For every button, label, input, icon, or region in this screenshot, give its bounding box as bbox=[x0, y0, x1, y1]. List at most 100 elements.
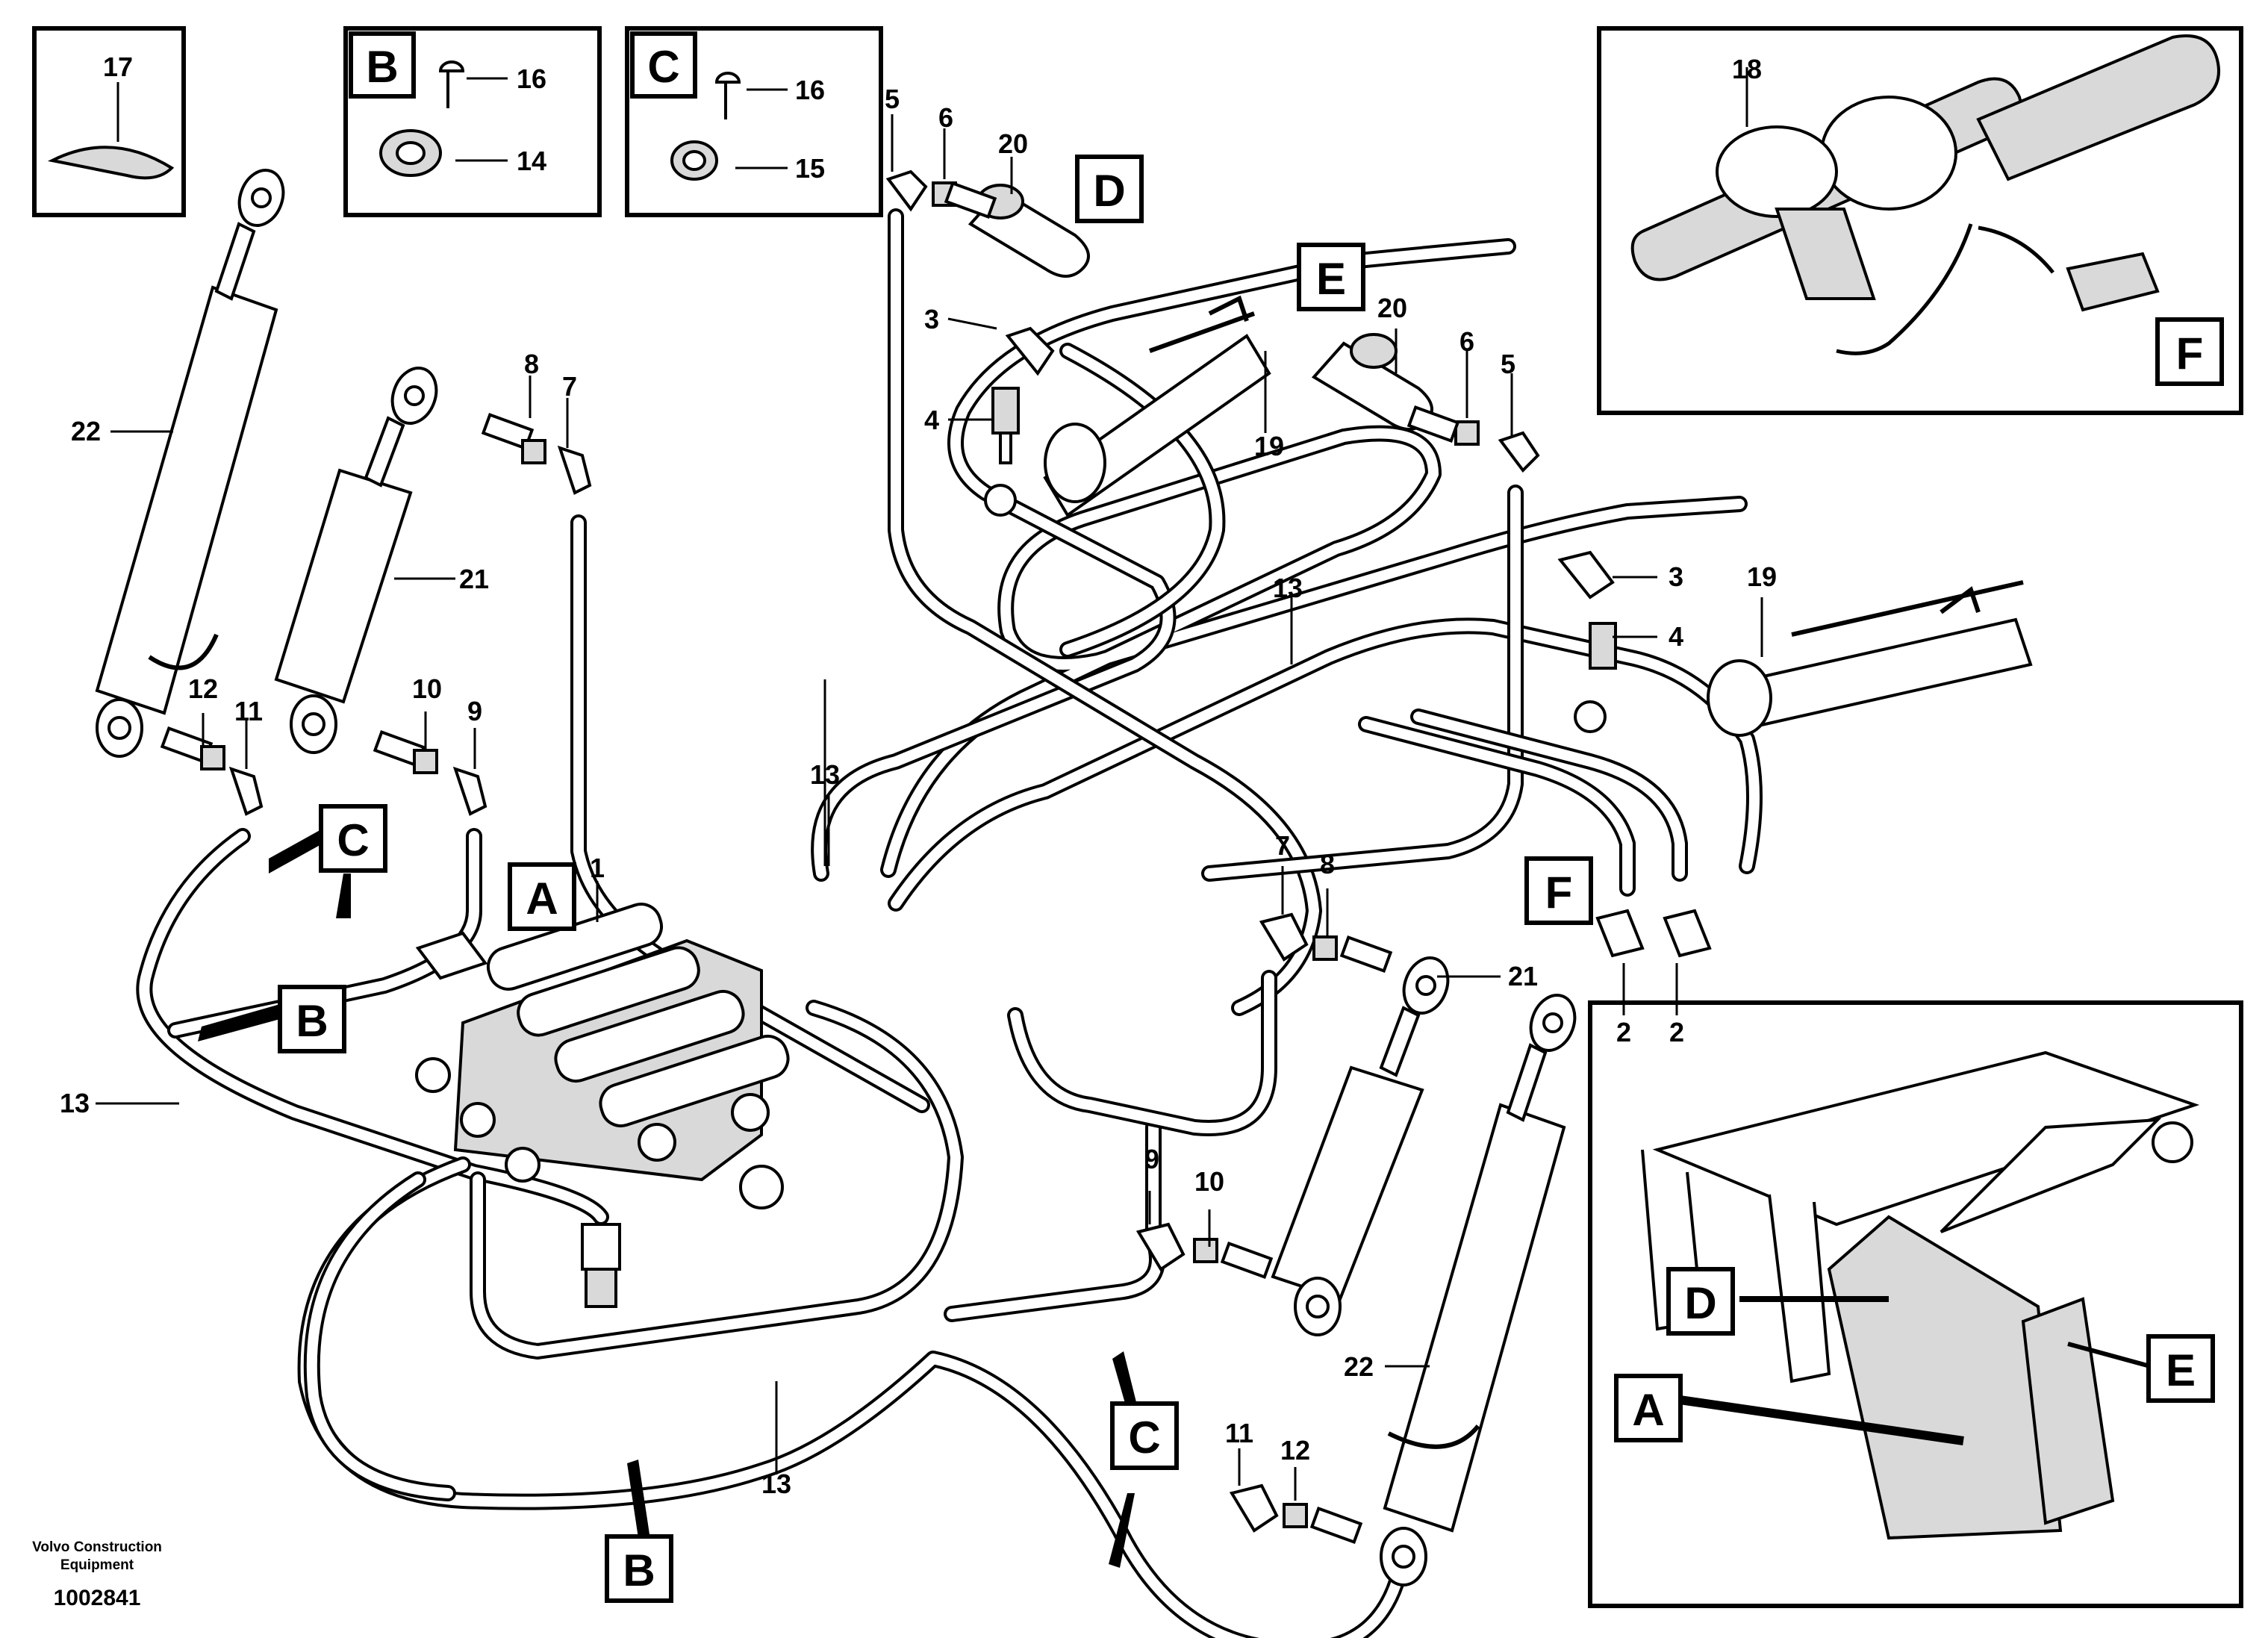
callout-21-left: 21 bbox=[459, 564, 489, 594]
callout-13-bottom: 13 bbox=[761, 1469, 791, 1499]
view-c-badge-bottom bbox=[1110, 1401, 1179, 1470]
cylinder-21-left bbox=[274, 367, 438, 754]
inset-view-c-clamp: C 16 15 bbox=[625, 26, 883, 217]
callout-17: 17 bbox=[103, 52, 133, 82]
inset-cable-tie: 17 bbox=[32, 26, 186, 217]
view-e-badge bbox=[1297, 243, 1365, 311]
view-d-label: D bbox=[1093, 166, 1125, 216]
callout-9-left: 9 bbox=[467, 696, 482, 726]
cylinder-19-right bbox=[1574, 580, 2033, 737]
screw-icon bbox=[438, 60, 465, 108]
view-b-label-bottom: B bbox=[623, 1545, 655, 1595]
lock-pins bbox=[968, 184, 1433, 431]
view-c-badge bbox=[630, 31, 697, 99]
cylinder-22-right bbox=[1380, 994, 1577, 1586]
callout-12-right: 12 bbox=[1280, 1435, 1310, 1466]
callout-12-left: 12 bbox=[188, 673, 218, 704]
inset-loader-frame: D A E bbox=[1588, 1000, 2243, 1608]
view-b-badge-main bbox=[278, 985, 346, 1053]
callout-8-right: 8 bbox=[1320, 849, 1335, 879]
view-c-badge-main bbox=[319, 804, 387, 873]
callout-2-b: 2 bbox=[1669, 1017, 1684, 1047]
callout-11-left: 11 bbox=[234, 696, 263, 726]
callout-19-right: 19 bbox=[1747, 561, 1777, 592]
cable-tie-icon bbox=[47, 146, 175, 180]
callout-19-top: 19 bbox=[1254, 431, 1284, 461]
view-b-badge bbox=[349, 31, 416, 99]
view-c-label-main: C bbox=[337, 815, 369, 865]
view-a-label-frame: A bbox=[1632, 1385, 1664, 1435]
view-b-label-main: B bbox=[296, 996, 328, 1046]
callout-20-right: 20 bbox=[1377, 293, 1407, 323]
view-f-badge-inset bbox=[2155, 317, 2224, 386]
callout-13-left: 13 bbox=[60, 1088, 90, 1118]
callout-16-c: 16 bbox=[795, 75, 825, 105]
callout-6-top: 6 bbox=[938, 102, 953, 133]
hydraulic-cylinder-icon bbox=[1383, 1103, 1566, 1533]
view-d-badge bbox=[1075, 155, 1144, 223]
callout-13-top: 13 bbox=[1273, 573, 1303, 603]
leader-lines bbox=[96, 114, 1763, 1501]
hydraulic-cylinder-icon bbox=[95, 285, 278, 715]
view-tags-main: A B B C C D E F bbox=[278, 155, 1593, 1603]
callout-7-right: 7 bbox=[1275, 830, 1290, 861]
callout-22-right: 22 bbox=[1344, 1351, 1374, 1382]
view-f-label: F bbox=[1545, 868, 1573, 918]
fittings bbox=[160, 169, 1712, 1545]
control-valve bbox=[415, 903, 790, 1308]
company-name-line1: Volvo Construction bbox=[32, 1539, 162, 1555]
callout-4-right: 4 bbox=[1669, 621, 1683, 652]
callout-1: 1 bbox=[590, 853, 605, 883]
callout-21-right: 21 bbox=[1508, 961, 1538, 991]
hose-routing bbox=[136, 208, 1763, 1638]
inset-view-b-clamp: B 16 14 bbox=[343, 26, 602, 217]
drawing-number: 1002841 bbox=[54, 1586, 141, 1610]
view-f-badge bbox=[1524, 856, 1593, 925]
grease-block-icon bbox=[2066, 252, 2160, 312]
view-e-label-frame: E bbox=[2166, 1345, 2196, 1395]
view-a-label: A bbox=[526, 874, 558, 924]
callout-16-b: 16 bbox=[517, 63, 546, 94]
company-name-line2: Equipment bbox=[60, 1557, 134, 1573]
callout-3-top: 3 bbox=[924, 304, 939, 334]
screw-icon bbox=[714, 72, 741, 119]
cylinder-22-left bbox=[95, 169, 285, 758]
callout-14: 14 bbox=[517, 146, 546, 176]
cylinder-19-top bbox=[984, 295, 1271, 517]
callout-10-left: 10 bbox=[412, 673, 442, 704]
view-b-badge-bottom bbox=[605, 1534, 673, 1603]
view-f-label-inset: F bbox=[2176, 328, 2204, 379]
cylinder-21-right bbox=[1271, 956, 1450, 1336]
view-e-badge-frame bbox=[2146, 1334, 2215, 1403]
callout-5-top: 5 bbox=[885, 84, 900, 114]
callout-2-a: 2 bbox=[1616, 1017, 1631, 1047]
valve-stud-icon bbox=[581, 1223, 621, 1271]
callout-20-top: 20 bbox=[998, 128, 1028, 159]
hydraulic-cylinder-icon bbox=[274, 468, 413, 704]
hydraulic-cylinder-icon bbox=[1271, 1065, 1424, 1301]
view-e-label: E bbox=[1316, 254, 1346, 304]
callout-9-right: 9 bbox=[1144, 1144, 1159, 1174]
callout-13-center: 13 bbox=[810, 759, 840, 790]
view-d-label-frame: D bbox=[1684, 1278, 1716, 1328]
view-c-label: C bbox=[647, 42, 679, 92]
callout-6-right: 6 bbox=[1459, 326, 1474, 357]
callout-11-right: 11 bbox=[1225, 1418, 1253, 1448]
callout-7-left: 7 bbox=[562, 371, 577, 402]
callout-5-right: 5 bbox=[1501, 349, 1515, 379]
callout-numbers: 22 21 8 7 12 11 10 9 5 6 20 3 4 19 20 6 … bbox=[60, 84, 1777, 1499]
view-a-badge-frame bbox=[1614, 1374, 1683, 1442]
callout-3-right: 3 bbox=[1669, 561, 1683, 592]
view-b-label: B bbox=[366, 42, 398, 92]
view-a-badge bbox=[508, 862, 576, 931]
callout-22-left: 22 bbox=[71, 416, 101, 446]
callout-4-top: 4 bbox=[924, 405, 939, 435]
callout-15: 15 bbox=[795, 153, 825, 184]
callout-8-left: 8 bbox=[524, 349, 539, 379]
footer: Volvo Construction Equipment 1002841 bbox=[32, 1539, 162, 1610]
callout-10-right: 10 bbox=[1194, 1166, 1224, 1197]
inset-view-f-shaft: 18 F bbox=[1597, 26, 2243, 415]
view-c-label-bottom: C bbox=[1128, 1413, 1160, 1463]
view-d-badge-frame bbox=[1666, 1267, 1735, 1336]
